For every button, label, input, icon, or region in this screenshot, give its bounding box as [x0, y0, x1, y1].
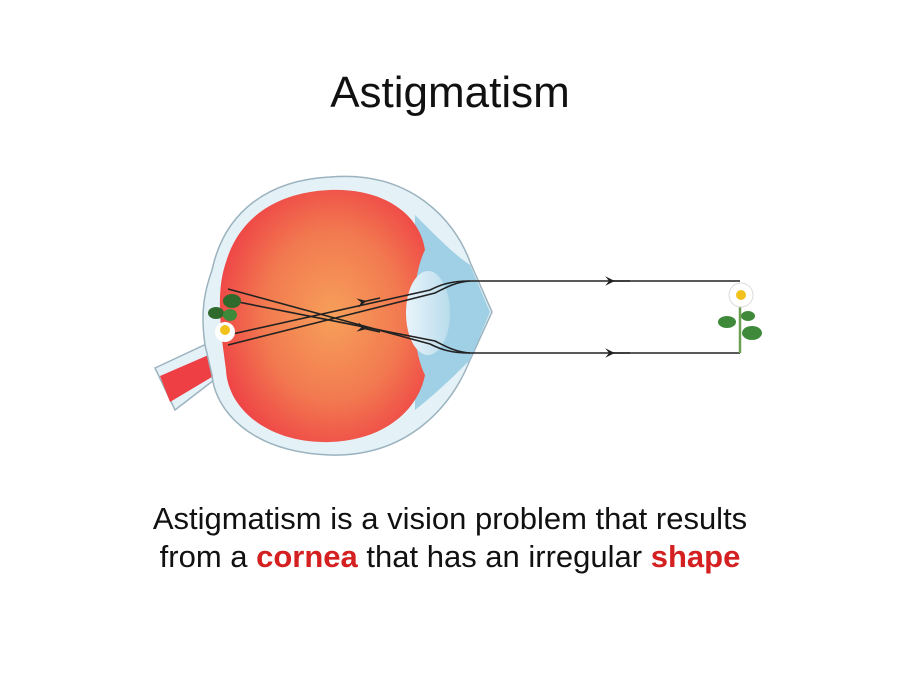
flower-object-icon — [718, 282, 762, 353]
eye-interior — [219, 189, 425, 443]
caption: Astigmatism is a vision problem that res… — [0, 500, 900, 576]
page-title: Astigmatism — [330, 68, 570, 117]
light-rays — [227, 276, 740, 358]
highlight-cornea: cornea — [256, 539, 358, 574]
caption-text: that has an irregular — [357, 539, 651, 574]
caption-line-2: from a cornea that has an irregular shap… — [0, 538, 900, 576]
highlight-shape: shape — [650, 539, 741, 574]
caption-text: from a — [159, 539, 257, 574]
cornea — [415, 215, 490, 410]
caption-line-1: Astigmatism is a vision problem that res… — [152, 501, 748, 536]
retina-image-flower-icon — [208, 294, 241, 342]
lens — [406, 271, 450, 355]
